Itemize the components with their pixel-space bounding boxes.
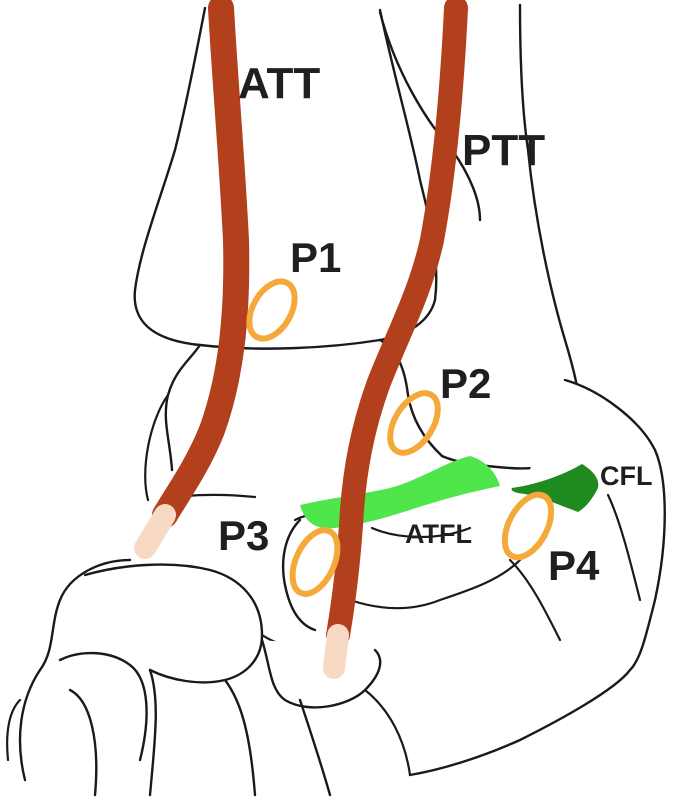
ptt-tendon [326, 0, 468, 647]
label-att: ATT [238, 59, 320, 108]
cuboid [281, 518, 317, 632]
att-tendon-end [134, 504, 176, 559]
label-p3: P3 [218, 512, 269, 559]
tibia [133, 6, 438, 350]
metatarsal-base-2 [83, 563, 264, 684]
peroneal-line [606, 493, 642, 602]
bones [6, 3, 666, 797]
label-p4: P4 [548, 542, 600, 589]
ptt-tendon-end [323, 624, 349, 679]
label-atfl: ATFL [405, 519, 472, 549]
portal-p4 [501, 491, 555, 561]
label-p1: P1 [290, 234, 341, 281]
metatarsal-base-5 [260, 638, 382, 797]
tendons [134, 0, 468, 679]
portal-p2 [387, 390, 441, 456]
att-tendon [152, 0, 250, 528]
label-ptt: PTT [462, 126, 545, 175]
metatarsal-base-3 [58, 651, 148, 797]
portal-p1 [246, 278, 298, 342]
portals [246, 278, 555, 597]
portal-p3 [289, 527, 341, 597]
cfl-ligament [511, 464, 599, 512]
forefoot-line [6, 688, 412, 777]
calcaneus-inner-line [508, 558, 562, 642]
metatarsal-base-4 [148, 668, 257, 797]
label-p2: P2 [440, 360, 491, 407]
labels: ATT PTT P1 P2 P3 P4 ATFL CFL [218, 59, 652, 589]
label-cfl: CFL [600, 461, 652, 491]
atfl-ligament [300, 456, 500, 529]
calcaneus [408, 378, 666, 777]
